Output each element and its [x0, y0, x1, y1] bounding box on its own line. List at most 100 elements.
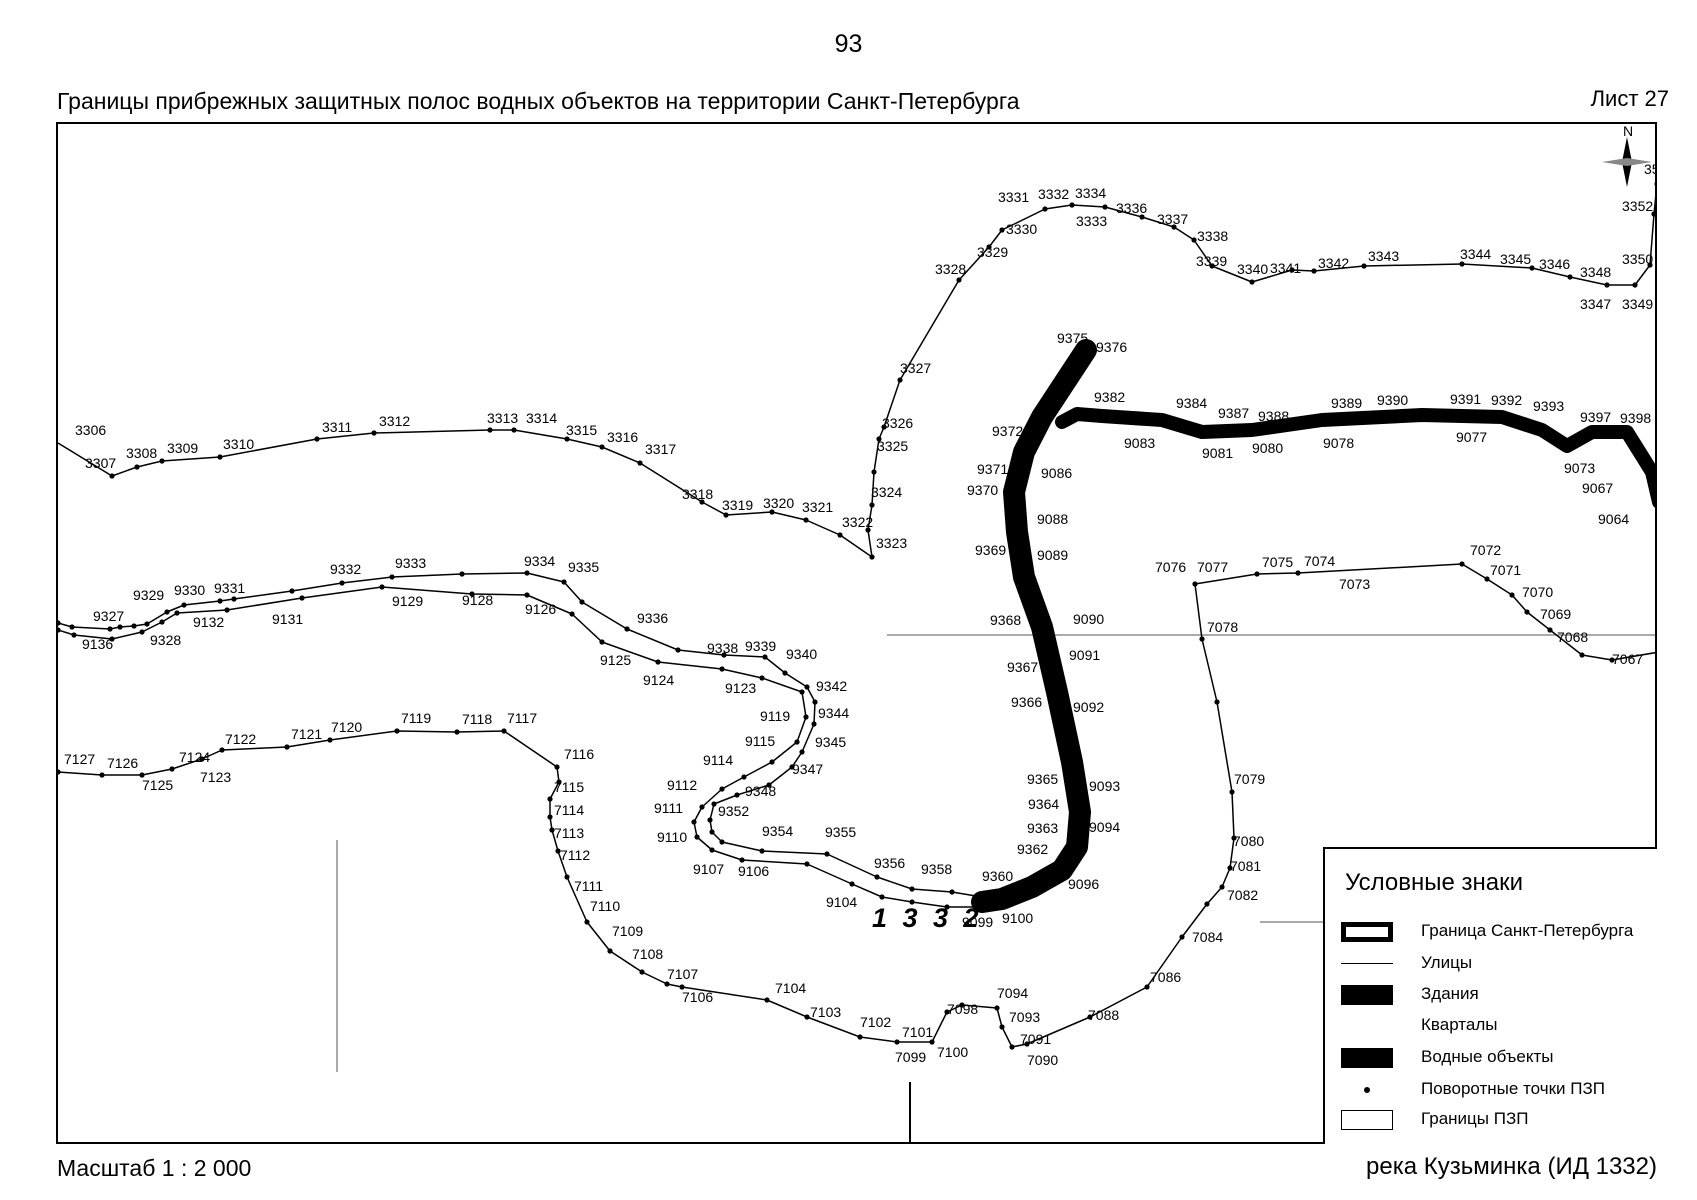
point-label: 3337	[1157, 211, 1188, 227]
turning-point	[865, 527, 871, 533]
point-label: 3314	[526, 410, 557, 426]
legend-label: Поворотные точки ПЗП	[1421, 1079, 1605, 1098]
turning-point	[284, 744, 290, 750]
point-label: 9365	[1027, 771, 1058, 787]
point-label: 3306	[75, 422, 106, 438]
turning-point	[1042, 206, 1048, 212]
point-label: 7104	[775, 980, 806, 996]
point-label: 3325	[877, 438, 908, 454]
point-label: 7088	[1088, 1007, 1119, 1023]
point-label: 9126	[525, 601, 556, 617]
turning-point	[949, 889, 955, 895]
point-label: 7120	[331, 719, 362, 735]
point-label: 3352	[1622, 198, 1653, 214]
turning-point	[699, 499, 705, 505]
turning-point	[1069, 202, 1075, 208]
turning-point	[709, 829, 715, 835]
turning-point	[454, 729, 460, 735]
point-label: 3345	[1500, 251, 1531, 267]
turning-point	[824, 851, 830, 857]
turning-point	[371, 430, 377, 436]
turning-point	[71, 632, 77, 638]
point-label: 9369	[975, 542, 1006, 558]
point-label: 9330	[174, 582, 205, 598]
point-label: 3323	[876, 535, 907, 551]
point-label: 3310	[223, 436, 254, 452]
point-label: 9104	[826, 894, 857, 910]
turning-point	[707, 817, 713, 823]
turning-point	[547, 796, 553, 802]
point-label: 3322	[842, 514, 873, 530]
point-label: 7093	[1009, 1009, 1040, 1025]
point-label: 9112	[667, 777, 697, 793]
turning-point	[723, 512, 729, 518]
point-label: 3348	[1580, 264, 1611, 280]
turning-point	[1361, 263, 1367, 269]
point-label: 3350	[1622, 251, 1653, 267]
turning-point	[314, 436, 320, 442]
point-label: 9358	[921, 861, 952, 877]
point-label: 7108	[632, 946, 663, 962]
turning-point	[944, 1009, 950, 1015]
legend-item: Граница Санкт-Петербурга	[1341, 919, 1651, 945]
point-label: 9345	[815, 734, 846, 750]
turning-point	[139, 629, 145, 635]
turning-point	[876, 436, 882, 442]
turning-point	[999, 1024, 1005, 1030]
turning-point	[874, 874, 880, 880]
point-label: 9348	[745, 783, 776, 799]
turning-point	[769, 759, 775, 765]
turning-point	[109, 473, 115, 479]
legend-label: Водные объекты	[1421, 1047, 1554, 1066]
turning-point	[986, 244, 992, 250]
turning-point	[803, 714, 809, 720]
turning-point	[1609, 657, 1615, 663]
point-label: 7084	[1192, 929, 1223, 945]
turning-point	[879, 894, 885, 900]
turning-point	[799, 749, 805, 755]
turning-point	[759, 848, 765, 854]
point-label: 3317	[645, 441, 676, 457]
point-label: 9125	[600, 652, 631, 668]
turning-point	[1171, 224, 1177, 230]
legend-symbol-street	[1341, 963, 1393, 964]
turning-point	[564, 436, 570, 442]
point-label: 3334	[1075, 185, 1106, 201]
point-label: 9136	[82, 636, 113, 652]
point-label: 7082	[1227, 887, 1258, 903]
turning-point	[131, 623, 137, 629]
point-label: 3333	[1076, 213, 1107, 229]
turning-point	[994, 1005, 1000, 1011]
legend-item: Улицы	[1341, 951, 1651, 977]
point-label: 9131	[272, 611, 303, 627]
point-label: 9362	[1017, 841, 1048, 857]
point-label: 9115	[745, 733, 775, 749]
point-label: 9370	[967, 482, 998, 498]
point-label: 9384	[1176, 395, 1207, 411]
point-label: 3316	[607, 429, 638, 445]
point-label: 9123	[725, 680, 756, 696]
turning-point	[1219, 884, 1225, 890]
point-label: 9392	[1491, 392, 1522, 408]
turning-point	[379, 584, 385, 590]
turning-point	[389, 574, 395, 580]
legend-label: Границы ПЗП	[1421, 1109, 1529, 1128]
point-label: 7100	[937, 1044, 968, 1060]
point-label: 3318	[682, 486, 713, 502]
turning-point	[624, 626, 630, 632]
point-label: 9347	[792, 761, 823, 777]
point-label: 9114	[703, 752, 733, 768]
turning-point	[339, 580, 345, 586]
turning-point	[394, 728, 400, 734]
point-label: 3346	[1539, 256, 1570, 272]
turning-point	[894, 1039, 900, 1045]
pzp-boundary	[58, 429, 873, 558]
legend-label: Здания	[1421, 984, 1479, 1003]
turning-point	[1459, 261, 1465, 267]
turning-point	[719, 839, 725, 845]
point-label: 9110	[657, 829, 687, 845]
turning-point	[1009, 1044, 1015, 1050]
turning-point	[1311, 268, 1317, 274]
